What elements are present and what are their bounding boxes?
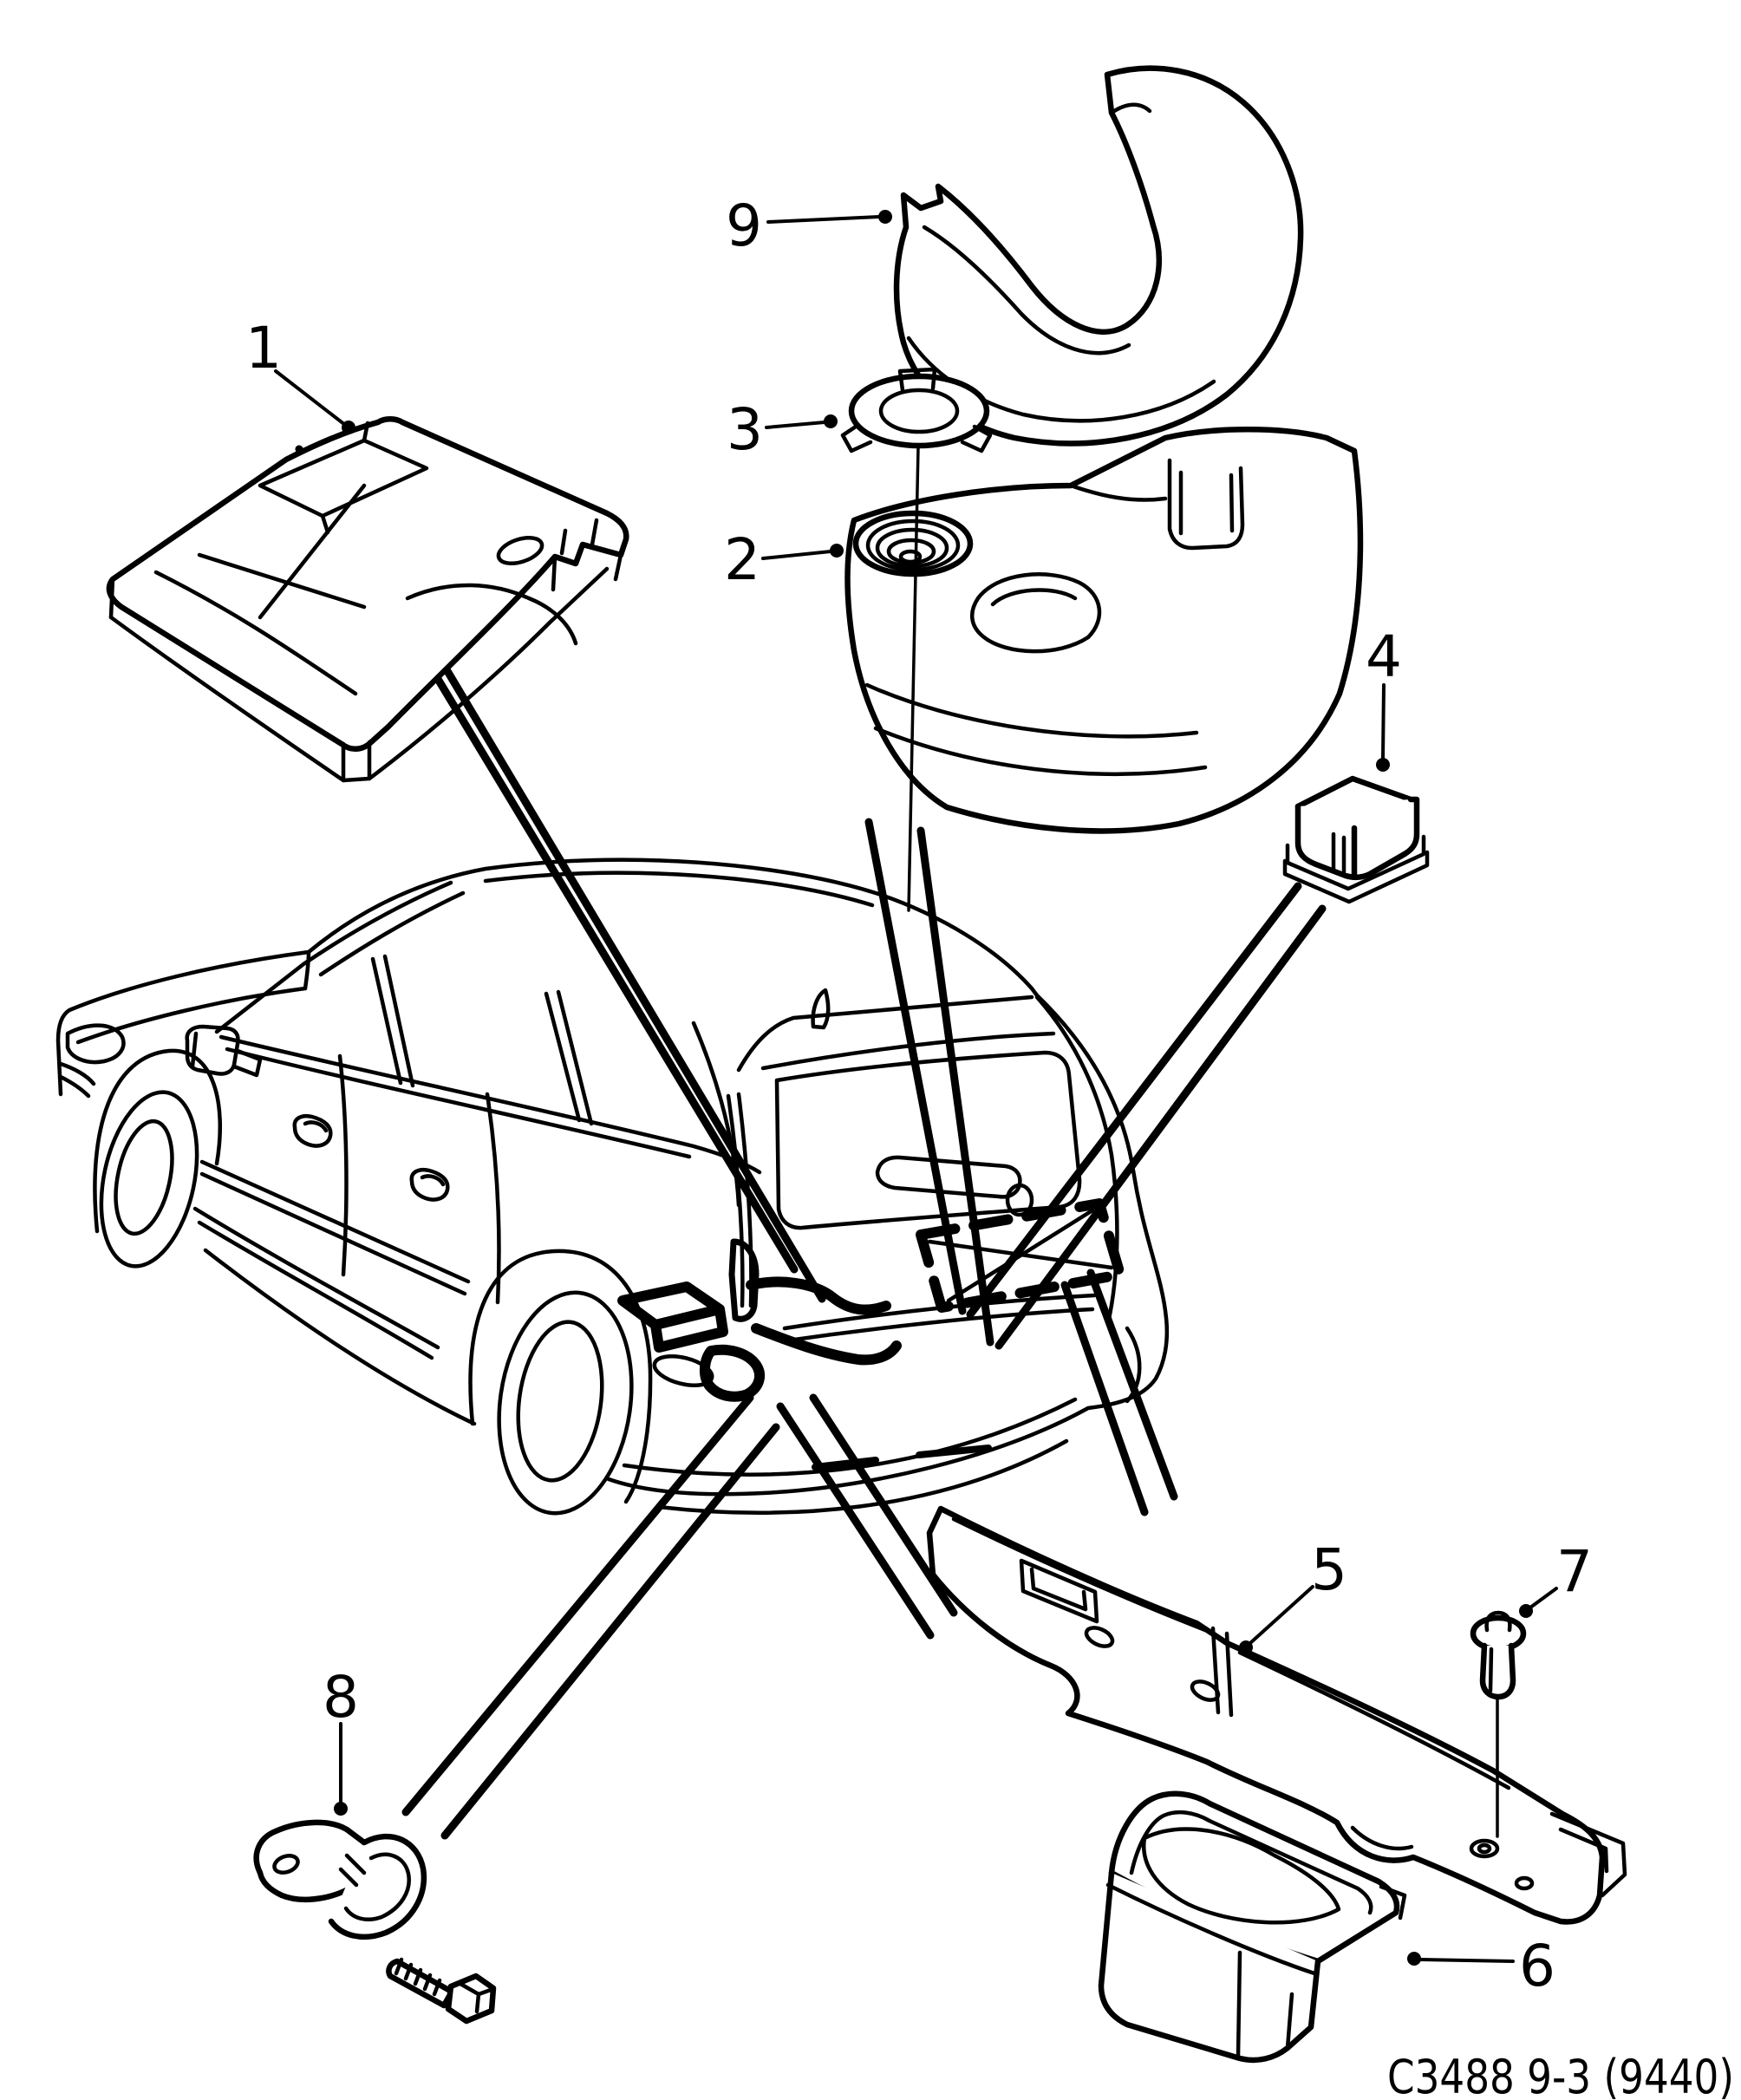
part-3-alignment-line	[907, 446, 920, 912]
callout-2-number: 2	[724, 526, 760, 593]
part-3-retainer-grommet	[840, 367, 993, 453]
callout-9-number: 9	[726, 192, 762, 259]
callout-9: 9	[726, 192, 892, 259]
callout-1: 1	[245, 315, 355, 434]
callout-3-number: 3	[727, 396, 763, 463]
callout-4-number: 4	[1366, 623, 1402, 690]
part-5-sill-trim-panel	[926, 1505, 1627, 1925]
callout-7-number: 7	[1556, 1538, 1593, 1605]
part-6-storage-box	[1098, 1790, 1407, 2064]
part-2-corner-foam-block	[844, 427, 1364, 834]
callout-4: 4	[1366, 623, 1402, 772]
part-8-tie-down-eye	[253, 1819, 427, 1940]
callout-6-number: 6	[1519, 1933, 1555, 1999]
callout-3: 3	[727, 396, 838, 463]
callout-8: 8	[323, 1664, 359, 1816]
part-8-bolt	[386, 1957, 497, 2025]
part-7-expansion-clip	[1470, 1610, 1527, 1838]
part-4-box-insert	[1282, 775, 1430, 904]
callout-7: 7	[1519, 1538, 1593, 1618]
callout-1-number: 1	[245, 315, 282, 382]
callout-5: 5	[1239, 1536, 1347, 1654]
callout-8-number: 8	[323, 1664, 359, 1731]
diagram-caption: C3488 9-3 (9440)	[1387, 2050, 1734, 2100]
car-illustration	[55, 858, 1170, 1516]
part-1-tool-tray-foam	[106, 416, 629, 783]
callout-6: 6	[1407, 1933, 1555, 1999]
callout-5-number: 5	[1311, 1536, 1347, 1603]
callout-2: 2	[724, 526, 844, 593]
